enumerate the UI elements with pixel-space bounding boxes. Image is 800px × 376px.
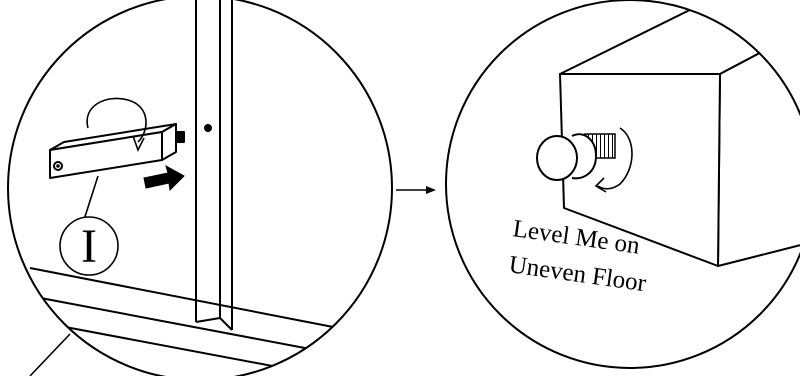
left-detail-circle xyxy=(7,0,393,376)
post-hole xyxy=(204,124,212,132)
right-detail-view: Level Me on Uneven Floor xyxy=(445,0,800,369)
push-arrow-icon xyxy=(143,164,185,192)
callout-label: I xyxy=(81,220,97,273)
right-detail-circle xyxy=(445,0,800,369)
callout-badge: I xyxy=(59,216,119,276)
connector-bolt xyxy=(49,123,185,179)
rotation-arrow-icon xyxy=(594,127,633,193)
detail-leader-line xyxy=(29,333,71,376)
leveler-cap xyxy=(536,133,598,181)
vertical-post xyxy=(195,0,233,331)
right-detail-contents: Level Me on Uneven Floor xyxy=(507,0,800,297)
left-detail-view: I xyxy=(7,0,393,376)
base-boards xyxy=(29,267,392,376)
left-detail-contents xyxy=(29,0,392,376)
rotation-arrow-icon xyxy=(86,97,147,153)
step-arrow-icon xyxy=(396,186,436,194)
